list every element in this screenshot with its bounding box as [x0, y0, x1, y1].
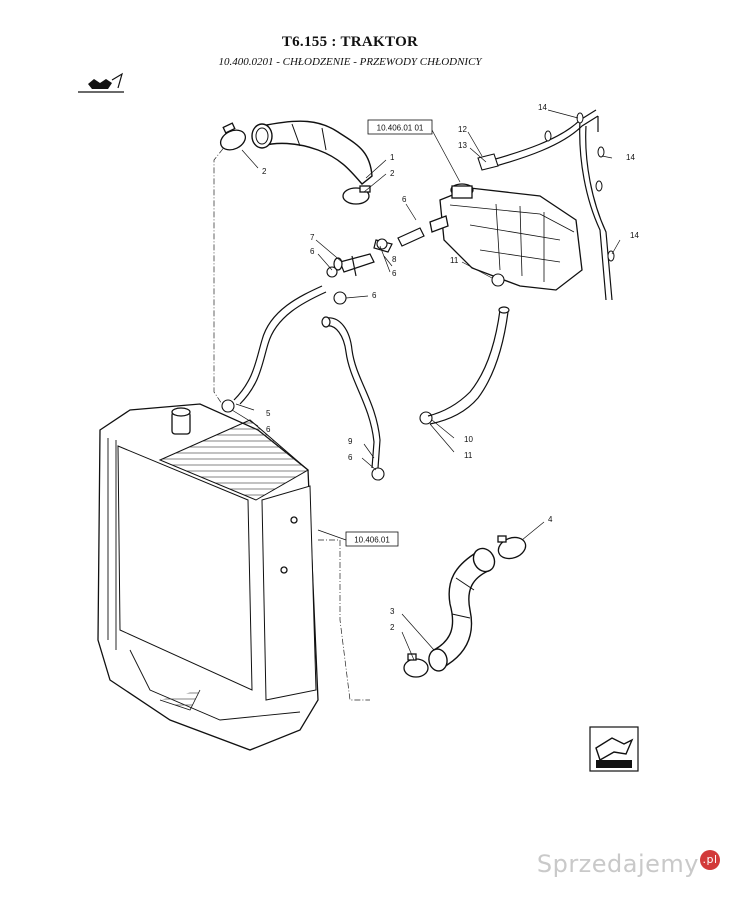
ref-box-tank[interactable]: 10.406.01 01: [367, 119, 433, 135]
callout-14: 14: [626, 153, 635, 162]
callout-6: 6: [372, 291, 377, 300]
callout-3: 3: [390, 607, 395, 616]
watermark-suffix: .pl: [700, 850, 720, 870]
alignment-line-left: [213, 139, 370, 701]
upper-hose: [251, 120, 373, 185]
callout-8: 8: [392, 255, 397, 264]
radiator-assembly: [97, 403, 319, 751]
callouts: 2 1 2 6 7 6 8 6 6 12 13 14 14 14 11 5 6 …: [262, 103, 639, 632]
callout-6: 6: [266, 425, 271, 434]
callout-6: 6: [392, 269, 397, 278]
ref-box-radiator[interactable]: 10.406.01: [345, 531, 399, 547]
callout-9: 9: [348, 437, 353, 446]
leader-lines: [231, 109, 621, 661]
ref-radiator-label: 10.406.01: [354, 536, 390, 545]
ref-tank-label: 10.406.01 01: [377, 124, 424, 133]
callout-2: 2: [262, 167, 267, 176]
small-clamps: [221, 238, 505, 481]
hose-clamp-top: [219, 122, 247, 151]
callout-11: 11: [464, 451, 473, 460]
callout-2: 2: [390, 169, 395, 178]
coolant-hose-10: [427, 306, 510, 425]
callout-11: 11: [450, 256, 459, 265]
pipe-fitting-13: [477, 153, 499, 171]
callout-6: 6: [402, 195, 407, 204]
navigation-arrow-icon[interactable]: [589, 726, 639, 772]
coolant-hose-5: [233, 285, 327, 405]
page-subtitle: 10.400.0201 - CHŁODZENIE - PRZEWODY CHŁO…: [218, 56, 482, 68]
lower-hose: [428, 547, 496, 672]
expansion-tank: [429, 183, 583, 291]
callout-4: 4: [548, 515, 553, 524]
hose-clamp-lower-2: [403, 653, 429, 678]
hose-clamp-mid: [342, 185, 371, 205]
watermark: Sprzedajemy.pl: [537, 850, 720, 878]
callout-14: 14: [538, 103, 547, 112]
callout-12: 12: [458, 125, 467, 134]
overflow-pipe-clips: [544, 112, 615, 262]
callout-6: 6: [310, 247, 315, 256]
t-connector: [333, 253, 375, 277]
watermark-text: Sprzedajemy: [536, 850, 699, 878]
page-title: T6.155 : TRAKTOR: [281, 34, 419, 50]
book-icon: [78, 72, 124, 93]
callout-13: 13: [458, 141, 467, 150]
hose-clamp-lower-4: [497, 535, 527, 560]
callout-2: 2: [390, 623, 395, 632]
callout-10: 10: [464, 435, 473, 444]
callout-6: 6: [348, 453, 353, 462]
callout-5: 5: [266, 409, 271, 418]
callout-7: 7: [310, 233, 315, 242]
callout-14: 14: [630, 231, 639, 240]
coolant-hose-9: [321, 316, 381, 469]
callout-1: 1: [390, 153, 395, 162]
